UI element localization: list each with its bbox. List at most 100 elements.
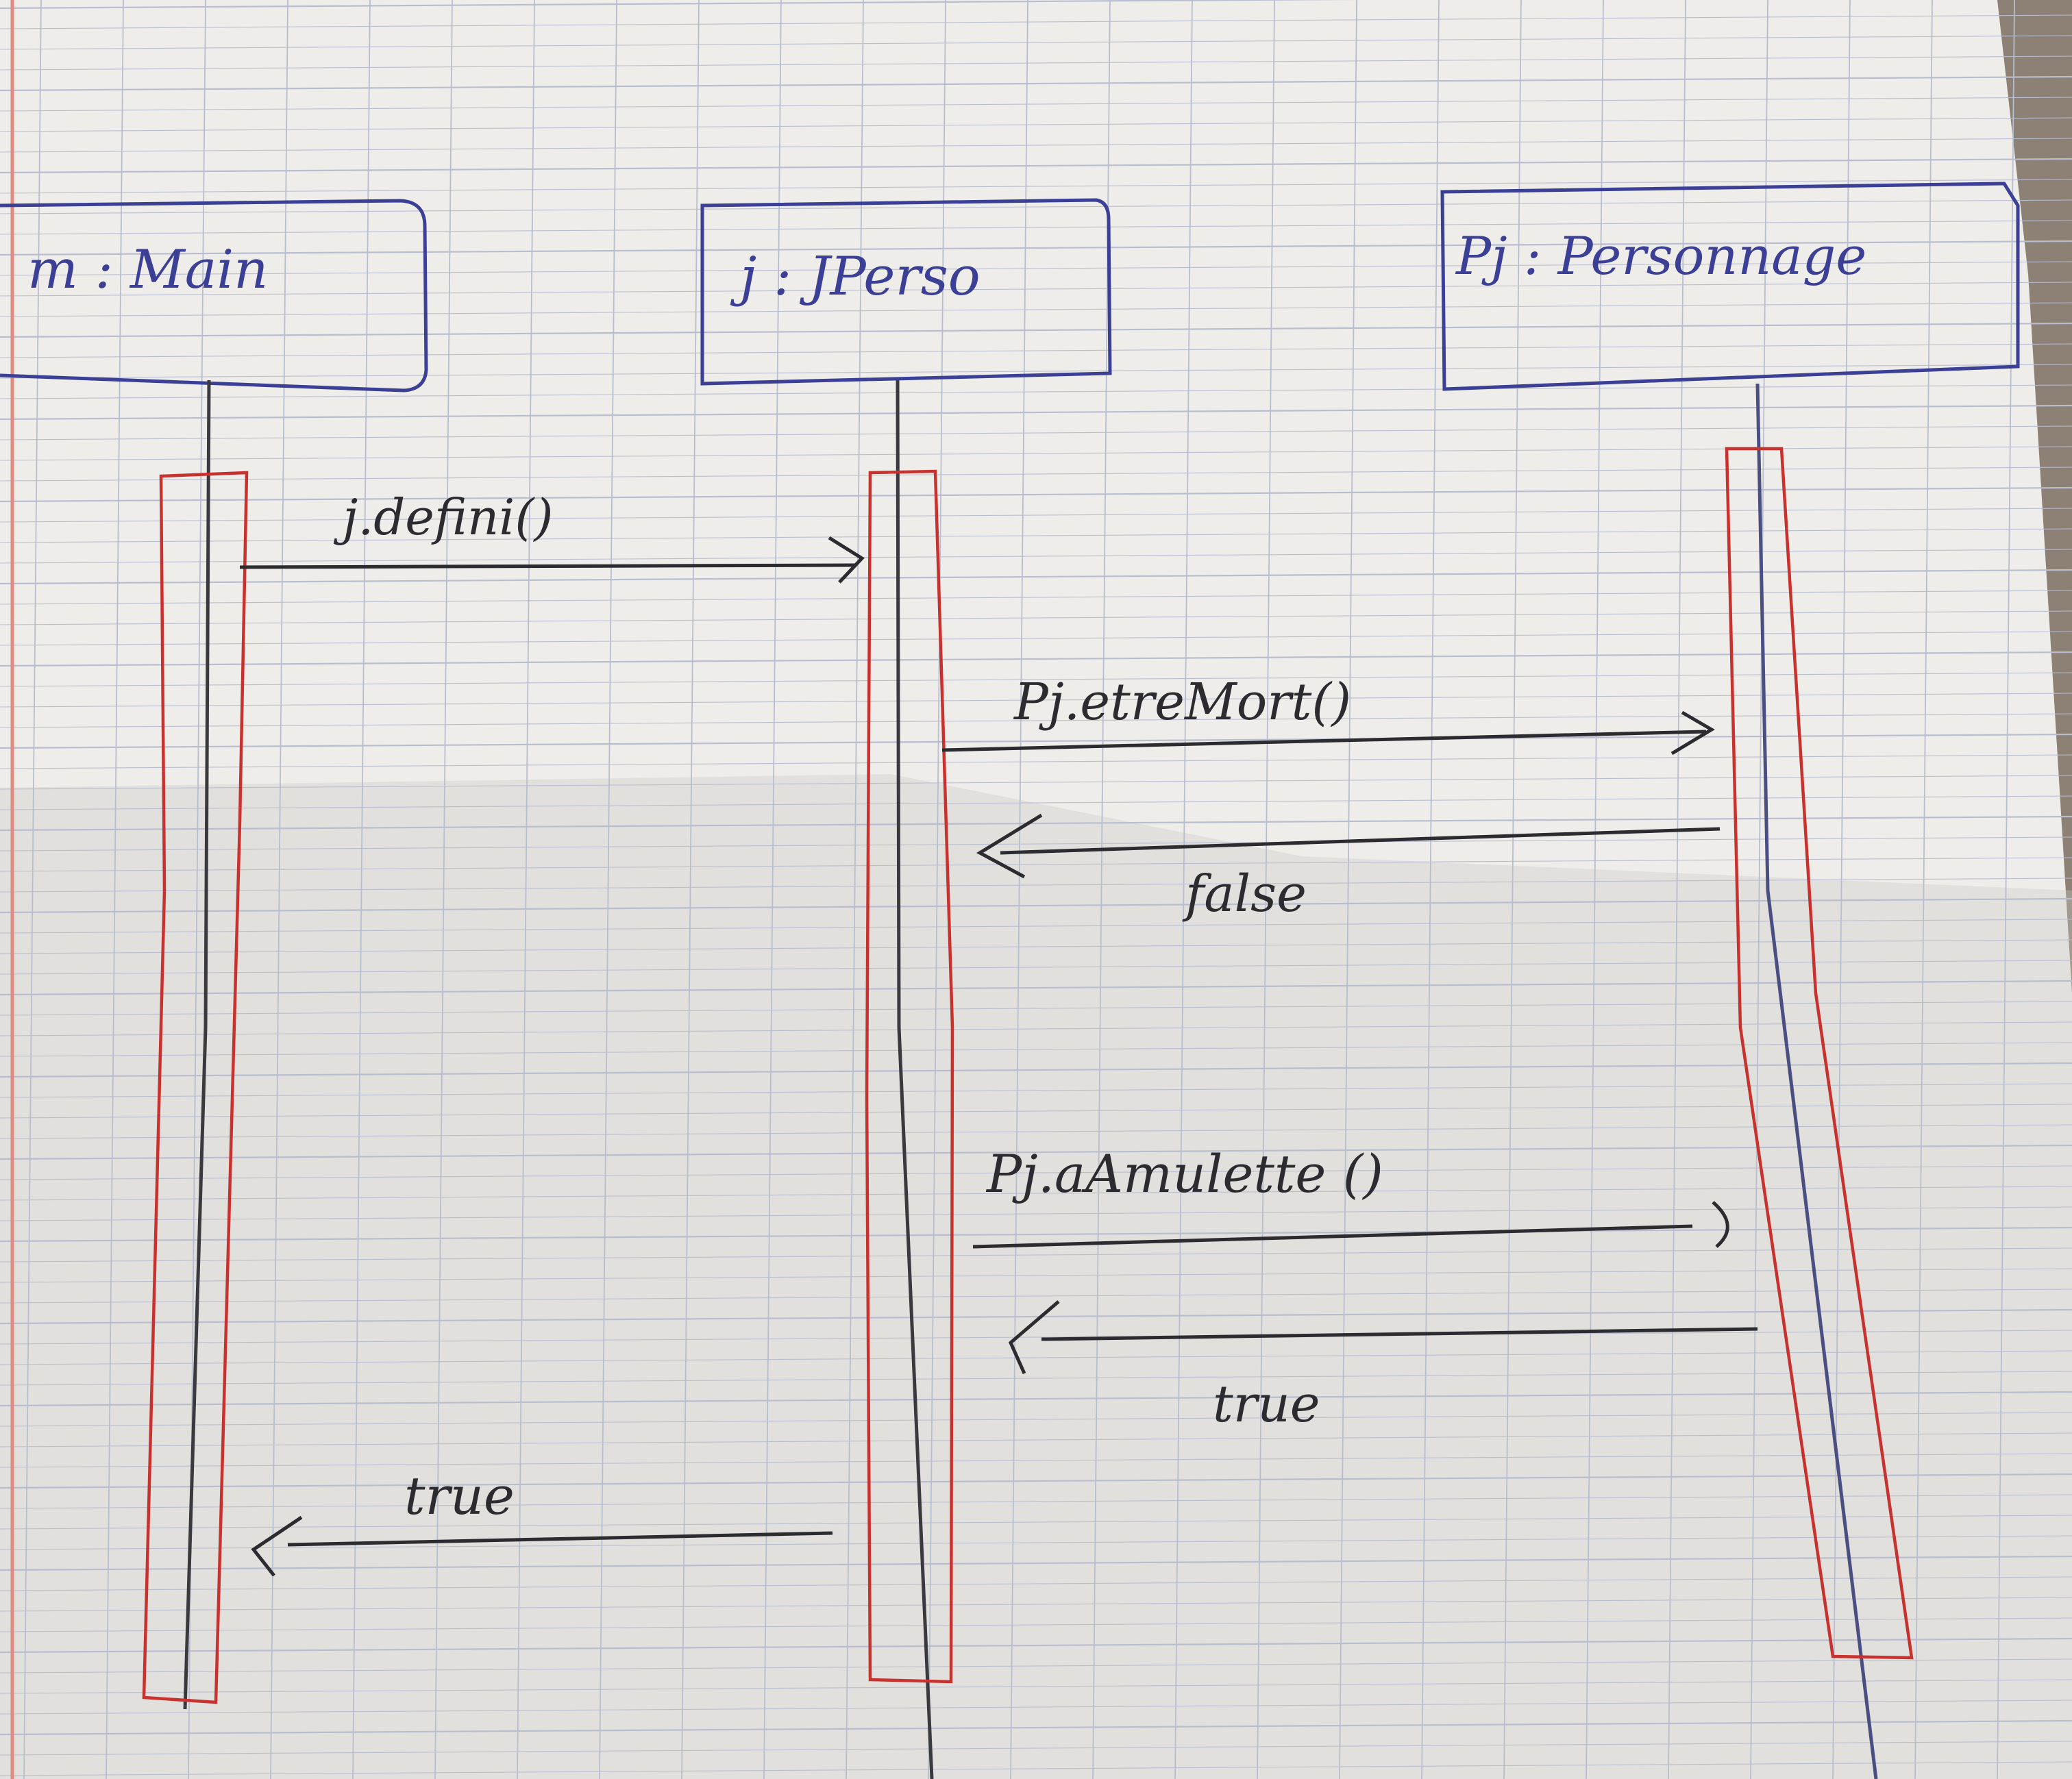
message-aamulette-label: Pj.aAmulette () (985, 1143, 1383, 1204)
participant-jperso-box (700, 198, 1112, 386)
grid-line-horizontal (0, 302, 2072, 317)
grid-line-horizontal (0, 960, 2072, 975)
grid-line-horizontal (0, 1124, 2072, 1139)
grid-line-horizontal (0, 1412, 2072, 1427)
grid-line-horizontal (0, 1432, 2072, 1447)
message-false-line (1000, 827, 1720, 855)
grid-line-horizontal (0, 610, 2072, 625)
message-aamulette-arrowhead (1712, 1201, 1729, 1248)
grid-line-vertical (434, 0, 453, 1779)
grid-line-vertical (763, 0, 782, 1779)
grid-line-horizontal (0, 1308, 2072, 1325)
participant-jperso: j : JPerso (700, 198, 1112, 386)
grid-line-horizontal (0, 1637, 2072, 1654)
grid-line-horizontal (0, 878, 2072, 893)
grid-line-horizontal (0, 631, 2072, 646)
grid-line-horizontal (0, 1206, 2072, 1221)
activation-personnage (1725, 447, 1914, 1660)
grid-line-horizontal (0, 775, 2072, 790)
grid-line-horizontal (0, 1062, 2072, 1078)
grid-line-horizontal (0, 836, 2072, 851)
grid-line-vertical (23, 0, 42, 1779)
message-defini-label: j.defini() (333, 488, 554, 546)
grid-line-vertical (1997, 0, 2015, 1779)
grid-line-vertical (1339, 0, 1357, 1779)
grid-line-horizontal (0, 713, 2072, 728)
grid-line-horizontal (0, 425, 2072, 440)
grid-line-horizontal (0, 1658, 2072, 1674)
message-false-label: false (1182, 864, 1307, 923)
grid-line-horizontal (0, 549, 2072, 564)
grid-line-vertical (352, 0, 371, 1779)
grid-line-vertical (681, 0, 700, 1779)
grid-line-vertical (1174, 0, 1193, 1779)
grid-line-horizontal (0, 220, 2072, 235)
message-defini-line (239, 563, 857, 569)
grid-line-vertical (270, 0, 288, 1779)
participant-personnage: Pj : Personnage (1440, 182, 2020, 391)
grid-line-horizontal (0, 117, 2072, 132)
grid-line-vertical (1010, 0, 1028, 1779)
grid-line-horizontal (0, 733, 2072, 749)
grid-line-horizontal (0, 939, 2072, 954)
message-true-return-main: true (251, 1465, 833, 1577)
grid-line-horizontal (0, 322, 2072, 338)
grid-line-vertical (1914, 0, 1933, 1779)
message-aamulette-line (972, 1224, 1693, 1249)
grid-line-horizontal (0, 1761, 2072, 1776)
grid-line-horizontal (0, 75, 2072, 92)
grid-line-horizontal (0, 1165, 2072, 1180)
grid-line-horizontal (0, 282, 2072, 297)
grid-line-horizontal (0, 1289, 2072, 1304)
grid-line-horizontal (0, 569, 2072, 585)
message-etremort: Pj.etreMort() (941, 673, 1715, 756)
message-aamulette: Pj.aAmulette () (972, 1143, 1729, 1249)
grid-line-horizontal (0, 1576, 2072, 1591)
grid-line-vertical (1421, 0, 1440, 1779)
grid-line-horizontal (0, 1453, 2072, 1468)
message-etremort-label: Pj.etreMort() (1013, 673, 1351, 732)
grid-line-horizontal (0, 1391, 2072, 1407)
grid-line-horizontal (0, 1083, 2072, 1098)
grid-line-horizontal (0, 693, 2072, 708)
grid-line-horizontal (0, 1597, 2072, 1612)
grid-line-horizontal (0, 1515, 2072, 1530)
message-true-return-pj-arrowhead (1008, 1300, 1060, 1375)
activation-main (142, 471, 249, 1704)
grid-line-horizontal (0, 158, 2072, 174)
participant-personnage-label: Pj : Personnage (1455, 225, 1866, 286)
grid-line-vertical (1092, 0, 1111, 1779)
grid-line-horizontal (0, 14, 2072, 29)
grid-line-horizontal (0, 1473, 2072, 1489)
message-false: false (976, 813, 1720, 923)
grid-line-vertical (1750, 0, 1768, 1779)
participant-main: m : Main (0, 199, 428, 393)
grid-line-horizontal (0, 179, 2072, 194)
grid-line-horizontal (0, 919, 2072, 934)
message-etremort-line (941, 730, 1707, 752)
grid-line-horizontal (0, 1617, 2072, 1632)
grid-line-horizontal (0, 55, 2072, 71)
grid-line-horizontal (0, 651, 2072, 667)
grid-line-vertical (846, 0, 864, 1779)
grid-line-vertical (928, 0, 946, 1779)
activation-jperso (865, 469, 954, 1684)
message-true-return-main-line (287, 1531, 833, 1547)
grid-line-horizontal (0, 672, 2072, 687)
grid-line-horizontal (0, 199, 2072, 214)
grid-line-horizontal (0, 1144, 2072, 1160)
grid-line-vertical (1586, 0, 1604, 1779)
grid-line-horizontal (0, 404, 2072, 421)
grid-line-horizontal (0, 138, 2072, 153)
participant-main-box (0, 199, 428, 393)
grid-line-horizontal (0, 343, 2072, 358)
grid-line-horizontal (0, 1741, 2072, 1756)
message-defini-arrowhead (828, 536, 865, 584)
grid-line-vertical (106, 0, 124, 1779)
lifeline-main (183, 380, 211, 1710)
grid-line-horizontal (0, 1001, 2072, 1016)
grid-line-horizontal (0, 590, 2072, 605)
grid-line-vertical (1668, 0, 1686, 1779)
